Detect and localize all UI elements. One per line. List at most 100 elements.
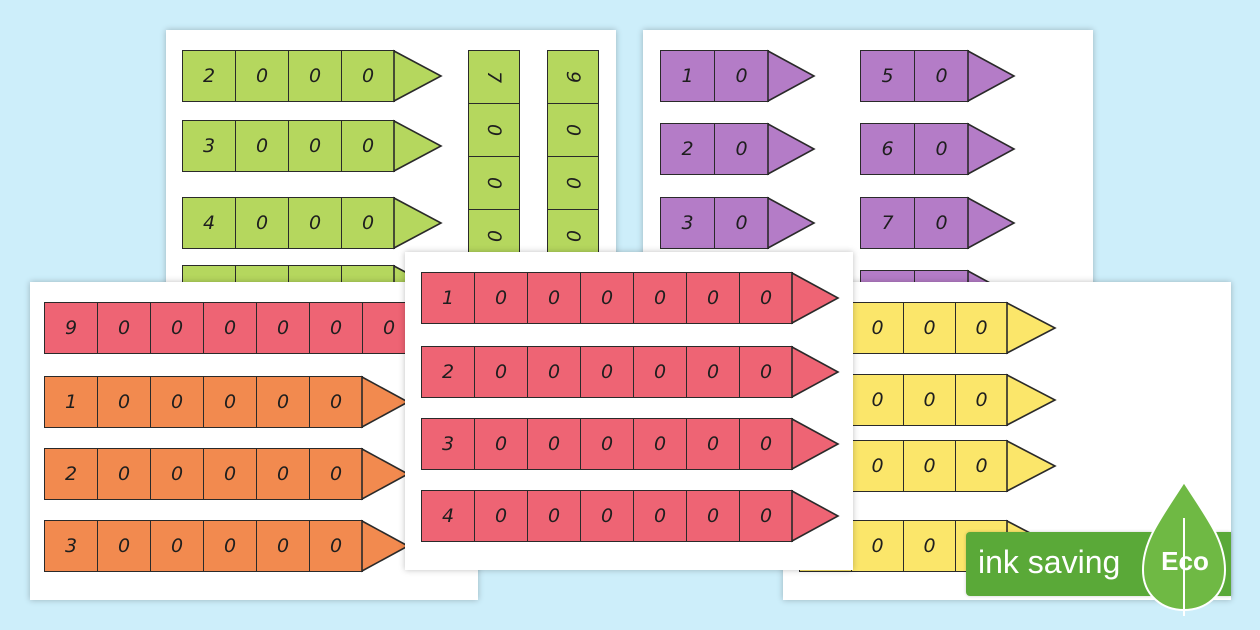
digit-text: 0 <box>483 229 505 243</box>
vertical-digit-strip: 9 0 0 0 <box>547 50 599 263</box>
digit-cell: 0 <box>527 490 581 542</box>
digit-cell: 0 <box>256 520 310 572</box>
digit-cell: 0 <box>474 490 528 542</box>
arrow-tip <box>791 417 840 471</box>
digit-cell: 0 <box>851 302 904 354</box>
arrow-tip <box>361 447 410 501</box>
digit-cell: 0 <box>739 272 793 324</box>
digit-cell: 0 <box>468 103 520 157</box>
digit-cell: 0 <box>150 376 204 428</box>
arrow-tip <box>791 271 840 325</box>
digit-cell: 0 <box>468 156 520 210</box>
digit-cell: 0 <box>914 50 969 102</box>
digit-cell: 0 <box>474 418 528 470</box>
digit-cell: 5 <box>860 50 915 102</box>
digit-cell: 0 <box>288 197 342 249</box>
digit-cell: 0 <box>235 197 289 249</box>
eco-label: Eco <box>1161 546 1209 576</box>
digit-cell: 0 <box>341 50 395 102</box>
digit-cell: 3 <box>44 520 98 572</box>
digit-cell: 0 <box>903 302 956 354</box>
digit-cell: 0 <box>580 346 634 398</box>
digit-cell: 1 <box>660 50 715 102</box>
digit-cell: 0 <box>256 376 310 428</box>
digit-cell: 2 <box>182 50 236 102</box>
arrow-tip <box>967 122 1016 176</box>
digit-cell: 0 <box>547 156 599 210</box>
digit-cell: 0 <box>288 120 342 172</box>
arrow-tip <box>767 122 816 176</box>
arrow-tip <box>967 196 1016 250</box>
digit-text: 0 <box>562 229 584 243</box>
digit-cell: 0 <box>686 490 740 542</box>
arrow-tip <box>1006 439 1057 493</box>
digit-cell: 0 <box>527 418 581 470</box>
digit-cell: 4 <box>182 197 236 249</box>
digit-cell: 0 <box>150 302 204 354</box>
digit-cell: 0 <box>527 272 581 324</box>
digit-text: 9 <box>562 70 584 84</box>
arrow-tip <box>393 49 443 103</box>
digit-cell: 0 <box>150 448 204 500</box>
digit-cell: 0 <box>851 374 904 426</box>
digit-cell: 0 <box>256 302 310 354</box>
digit-cell: 0 <box>714 50 769 102</box>
digit-cell: 0 <box>955 374 1008 426</box>
arrow-tip <box>393 196 443 250</box>
digit-cell: 2 <box>660 123 715 175</box>
digit-cell: 0 <box>474 272 528 324</box>
digit-cell: 0 <box>97 448 151 500</box>
digit-cell: 0 <box>97 520 151 572</box>
arrow-tip <box>393 119 443 173</box>
digit-cell: 0 <box>474 346 528 398</box>
digit-cell: 0 <box>686 346 740 398</box>
digit-cell: 0 <box>739 490 793 542</box>
arrow-tip <box>791 489 840 543</box>
digit-cell: 0 <box>739 346 793 398</box>
digit-cell: 0 <box>633 490 687 542</box>
digit-cell: 0 <box>903 440 956 492</box>
digit-cell: 0 <box>341 197 395 249</box>
digit-cell: 0 <box>686 272 740 324</box>
digit-text: 0 <box>562 123 584 137</box>
digit-cell: 0 <box>851 520 904 572</box>
digit-cell: 0 <box>309 448 363 500</box>
digit-cell: 0 <box>955 440 1008 492</box>
digit-cell: 0 <box>714 197 769 249</box>
arrow-tip <box>767 196 816 250</box>
digit-cell: 0 <box>203 520 257 572</box>
digit-cell: 0 <box>309 302 363 354</box>
digit-cell: 6 <box>860 123 915 175</box>
arrow-tip <box>361 375 410 429</box>
digit-cell: 0 <box>309 520 363 572</box>
digit-cell: 0 <box>527 346 581 398</box>
arrow-tip <box>767 49 816 103</box>
digit-cell: 3 <box>660 197 715 249</box>
ink-saving-label: ink saving <box>978 544 1121 580</box>
digit-cell: 0 <box>633 346 687 398</box>
digit-cell: 0 <box>580 418 634 470</box>
digit-cell: 9 <box>44 302 98 354</box>
arrow-tip <box>791 345 840 399</box>
digit-cell: 1 <box>44 376 98 428</box>
digit-cell: 0 <box>914 197 969 249</box>
digit-cell: 0 <box>235 120 289 172</box>
arrow-tip <box>1006 373 1057 427</box>
digit-cell: 7 <box>468 50 520 104</box>
